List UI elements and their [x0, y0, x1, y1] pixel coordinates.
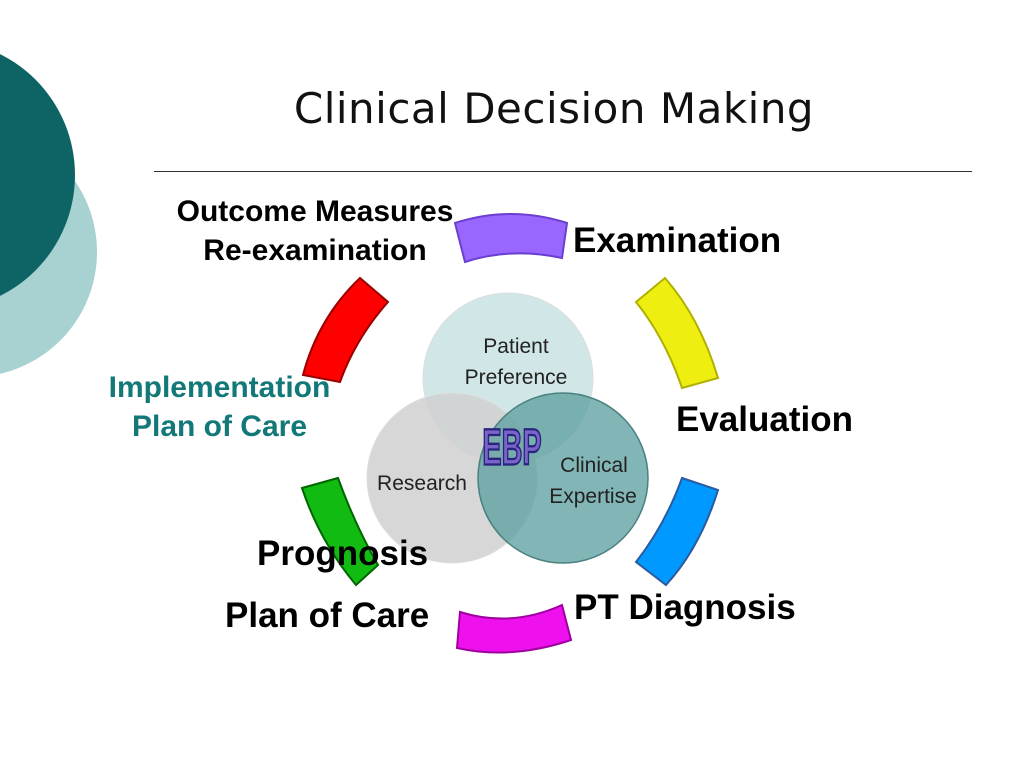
label-preference: Preference [465, 366, 568, 389]
slide-title: Clinical Decision Making [293, 84, 815, 133]
arc-plan-of-care [455, 603, 573, 654]
implementation-line-2: Plan of Care [131, 410, 308, 443]
step-plan-of-care: Plan of Care [225, 596, 430, 635]
arc-evaluation [634, 276, 720, 390]
step-implementation: Implementation Plan of Care [92, 370, 347, 445]
implementation-line-1: Implementation [108, 371, 331, 404]
title-divider [154, 171, 972, 172]
deco-circle-dark [0, 54, 75, 296]
step-examination: Examination [573, 221, 782, 260]
label-clinical: Clinical [560, 454, 628, 477]
arc-prognosis [300, 476, 380, 587]
step-prognosis: Prognosis [257, 534, 429, 573]
circle-clinical-expertise [477, 392, 649, 564]
ebp-label: EBP [482, 418, 541, 476]
step-outcome-measures: Outcome Measures Re-examination [151, 194, 479, 269]
step-pt-diagnosis: PT Diagnosis [574, 588, 796, 627]
label-patient: Patient [483, 335, 549, 358]
step-evaluation: Evaluation [676, 400, 853, 439]
label-research: Research [377, 472, 467, 495]
arc-pt-diagnosis [634, 476, 720, 587]
arc-examination [453, 213, 569, 264]
outcome-line-2: Re-examination [203, 234, 427, 267]
outcome-line-1: Outcome Measures [176, 195, 454, 228]
arc-implementation [301, 276, 390, 384]
label-expertise: Expertise [549, 485, 637, 508]
